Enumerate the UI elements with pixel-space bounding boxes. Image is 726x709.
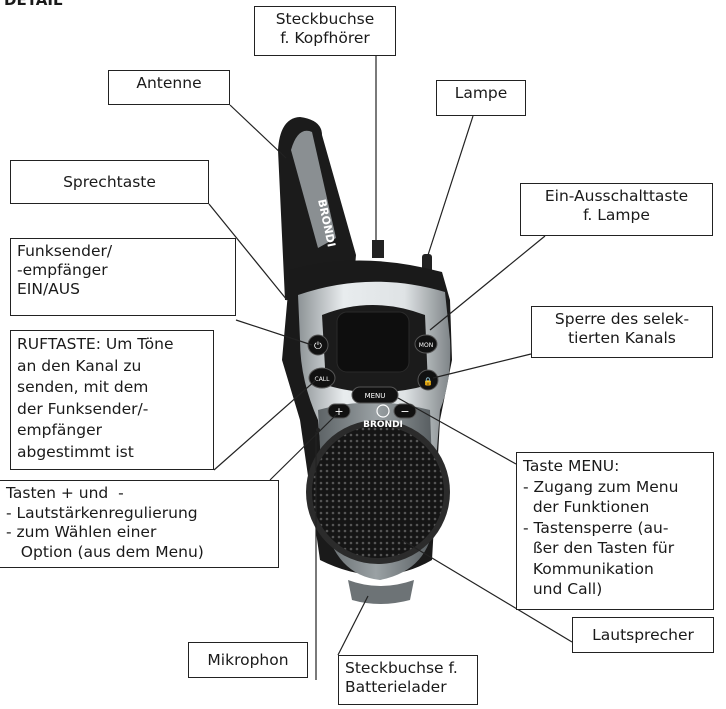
page-heading: DETAIL (4, 0, 63, 9)
brand-logo (376, 404, 390, 418)
antenna: BRONDI (278, 117, 356, 300)
mon-button-label: MON (419, 342, 433, 349)
button-plus[interactable]: + (327, 403, 351, 419)
button-menu[interactable]: MENU (351, 386, 399, 404)
label-antenne: Antenne (108, 70, 230, 105)
button-lock[interactable]: 🔒 (417, 369, 439, 391)
label-ein-ausschalttaste-lampe: Ein-Ausschalttaste f. Lampe (520, 183, 713, 236)
speaker-grille (312, 426, 444, 558)
leader-lines (208, 56, 573, 680)
minus-icon: − (400, 405, 409, 418)
label-lampe: Lampe (436, 80, 526, 116)
label-ruftaste: RUFTASTE: Um Töne an den Kanal zu senden… (10, 330, 214, 470)
power-icon: ⏻ (314, 341, 322, 352)
label-lautsprecher: Lautsprecher (572, 617, 714, 653)
label-taste-menu: Taste MENU: - Zugang zum Menu der Funkti… (516, 452, 714, 610)
button-mon[interactable]: MON (414, 334, 438, 354)
label-sprechtaste: Sprechtaste (10, 160, 209, 204)
lock-icon: 🔒 (423, 377, 433, 386)
label-steckbuchse-kopfhoerer: Steckbuchse f. Kopfhörer (254, 6, 396, 56)
button-minus[interactable]: − (393, 403, 417, 419)
menu-button-label: MENU (365, 392, 386, 400)
label-steckbuchse-batterielader: Steckbuchse f. Batterielader (338, 655, 478, 705)
label-sperre-kanal: Sperre des selek- tierten Kanals (531, 306, 713, 358)
plus-icon: + (334, 405, 343, 418)
headphone-jack (372, 240, 384, 258)
label-tasten-plus-minus: Tasten + und - - Lautstärkenregulierung … (0, 480, 279, 568)
call-button-label: CALL (315, 376, 331, 383)
device-body: BRONDI (282, 260, 452, 604)
label-mikrophon: Mikrophon (188, 642, 308, 678)
button-call[interactable]: CALL (308, 367, 336, 389)
button-power[interactable]: ⏻ (307, 334, 329, 356)
front-brand: BRONDI (363, 420, 403, 430)
label-funksender-ein-aus: Funksender/ -empfänger EIN/AUS (10, 238, 236, 316)
display-screen (336, 311, 410, 373)
